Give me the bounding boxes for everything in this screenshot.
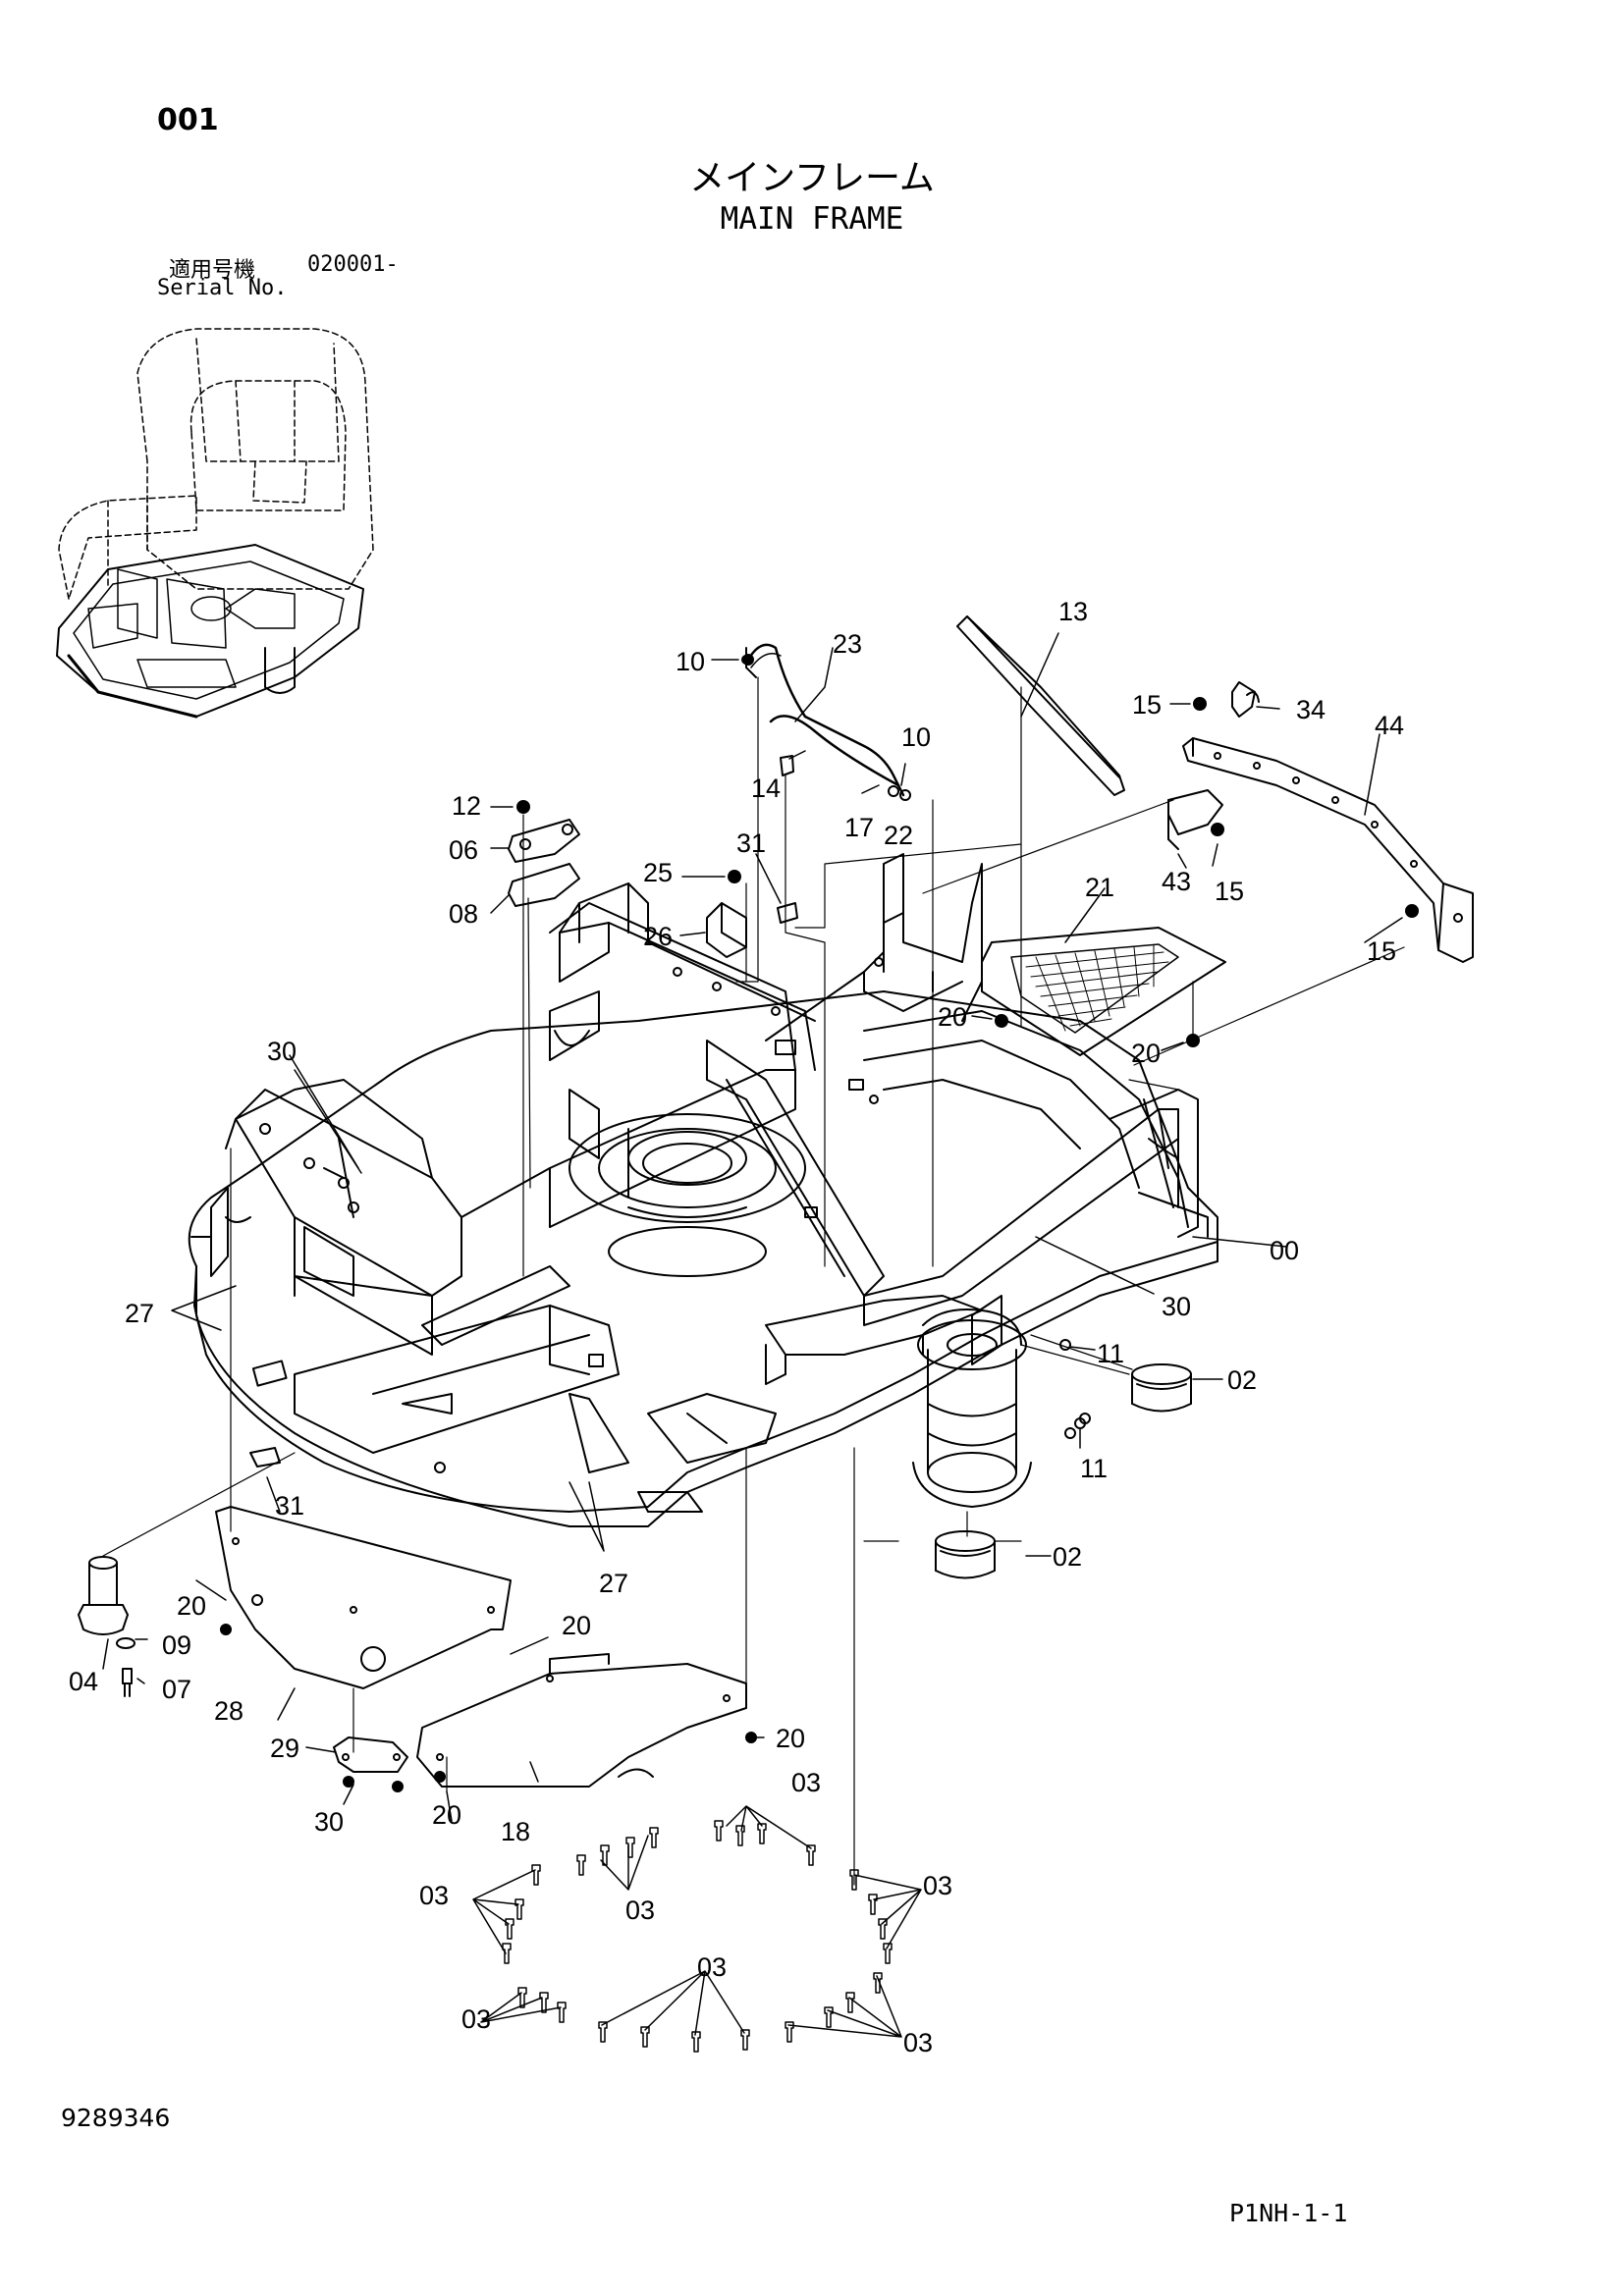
callout-20-mesh-right: 20 <box>1131 1039 1161 1068</box>
callout-22: 22 <box>884 821 913 850</box>
callout-27-bottom: 27 <box>599 1569 628 1598</box>
callout-03-top: 03 <box>791 1768 821 1797</box>
callout-30-right: 30 <box>1162 1292 1191 1321</box>
bolt-set-03 <box>502 1820 893 2053</box>
callout-25: 25 <box>643 858 673 887</box>
callout-11-upper: 11 <box>1097 1339 1124 1368</box>
under-cover-18 <box>416 1653 757 1788</box>
machine-overview-thumbnail <box>56 328 374 719</box>
callout-03-left-upper: 03 <box>419 1881 449 1910</box>
callout-00: 00 <box>1270 1236 1299 1265</box>
page-number: 001 <box>157 103 219 137</box>
callout-03-left-lower: 03 <box>461 2004 491 2034</box>
callout-20-top: 20 <box>562 1611 591 1640</box>
leader-lines <box>102 632 1403 2038</box>
callout-03-center-lower: 03 <box>697 1952 727 1982</box>
bolt-12 <box>516 800 530 814</box>
callout-44: 44 <box>1375 711 1404 740</box>
callout-06: 06 <box>449 835 478 865</box>
projection-lines <box>102 676 1405 1886</box>
callout-27-left: 27 <box>125 1299 154 1328</box>
beam-44 <box>1182 737 1474 963</box>
bushing-02-right <box>1131 1363 1192 1413</box>
callout-20-right: 20 <box>776 1724 805 1753</box>
callout-18: 18 <box>501 1817 530 1846</box>
callout-15-middle: 15 <box>1215 877 1244 906</box>
mesh-cover-21 <box>981 927 1226 1056</box>
cover-plate-06 <box>508 819 580 863</box>
main-frame-00 <box>188 853 1218 1527</box>
callout-20-bottom: 20 <box>432 1800 461 1830</box>
bolt-15-top <box>1193 697 1207 711</box>
callout-02-right: 02 <box>1227 1365 1257 1395</box>
callout-21: 21 <box>1085 873 1114 902</box>
callout-11-lower: 11 <box>1080 1454 1108 1483</box>
callout-30-top: 30 <box>267 1037 297 1066</box>
callout-31-top: 31 <box>736 828 766 858</box>
fitting-10-left <box>742 654 754 666</box>
callout-12: 12 <box>452 791 481 821</box>
bracket-26 <box>706 902 747 958</box>
title-japanese: メインフレーム <box>689 158 935 198</box>
callout-02-lower: 02 <box>1053 1542 1082 1572</box>
pin-04 <box>78 1556 129 1635</box>
callout-15-right: 15 <box>1367 936 1396 966</box>
sheet-reference: P1NH-1-1 <box>1229 2199 1348 2227</box>
fitting-14 <box>780 755 794 776</box>
callout-09: 09 <box>162 1630 191 1660</box>
serial-label-japanese: 適用号機 <box>169 258 256 283</box>
callout-26: 26 <box>643 922 673 951</box>
callout-10-left: 10 <box>676 647 705 676</box>
callout-04: 04 <box>69 1667 98 1696</box>
bolt-20-mesh-left <box>995 1014 1008 1028</box>
callout-29: 29 <box>270 1734 299 1763</box>
bushing-02-lower <box>935 1530 996 1579</box>
callout-labels: 00 02 02 03 03 03 03 03 03 03 04 06 07 0… <box>69 597 1404 2057</box>
bolt-07 <box>122 1668 133 1697</box>
callout-15-top: 15 <box>1132 690 1162 720</box>
callout-30-bottom: 30 <box>314 1807 344 1837</box>
callout-10-right: 10 <box>901 722 931 752</box>
callout-13: 13 <box>1058 597 1088 626</box>
callout-20-left: 20 <box>177 1591 206 1621</box>
serial-range: 020001- <box>307 252 399 277</box>
strip-13 <box>956 615 1125 796</box>
washer-09 <box>116 1637 135 1649</box>
callout-20-mesh-left: 20 <box>938 1002 967 1032</box>
callout-28: 28 <box>214 1696 244 1726</box>
bolt-25 <box>728 870 741 883</box>
callout-14: 14 <box>751 774 781 803</box>
pad-31 <box>777 902 798 924</box>
fitting-22 <box>888 785 911 801</box>
callout-43: 43 <box>1162 867 1191 896</box>
cover-plate-08 <box>508 863 580 907</box>
clip-34 <box>1231 681 1260 718</box>
callout-03-center-left: 03 <box>625 1896 655 1925</box>
callout-34: 34 <box>1296 695 1326 724</box>
callout-23: 23 <box>833 629 862 659</box>
under-cover-28 <box>215 1506 512 1689</box>
serial-label-english: Serial No. <box>157 276 288 300</box>
bolt-15-right <box>1405 904 1419 918</box>
callout-07: 07 <box>162 1675 191 1704</box>
callout-03-right-upper: 03 <box>923 1871 952 1900</box>
callout-08: 08 <box>449 899 478 929</box>
callout-03-right-lower: 03 <box>903 2028 933 2057</box>
title-english: MAIN FRAME <box>720 201 904 237</box>
drawing-number: 9289346 <box>61 2104 171 2132</box>
small-cover-29 <box>333 1736 408 1792</box>
callout-31-bottom: 31 <box>275 1491 304 1521</box>
callout-17: 17 <box>844 813 874 842</box>
bracket-43 <box>1167 789 1224 850</box>
